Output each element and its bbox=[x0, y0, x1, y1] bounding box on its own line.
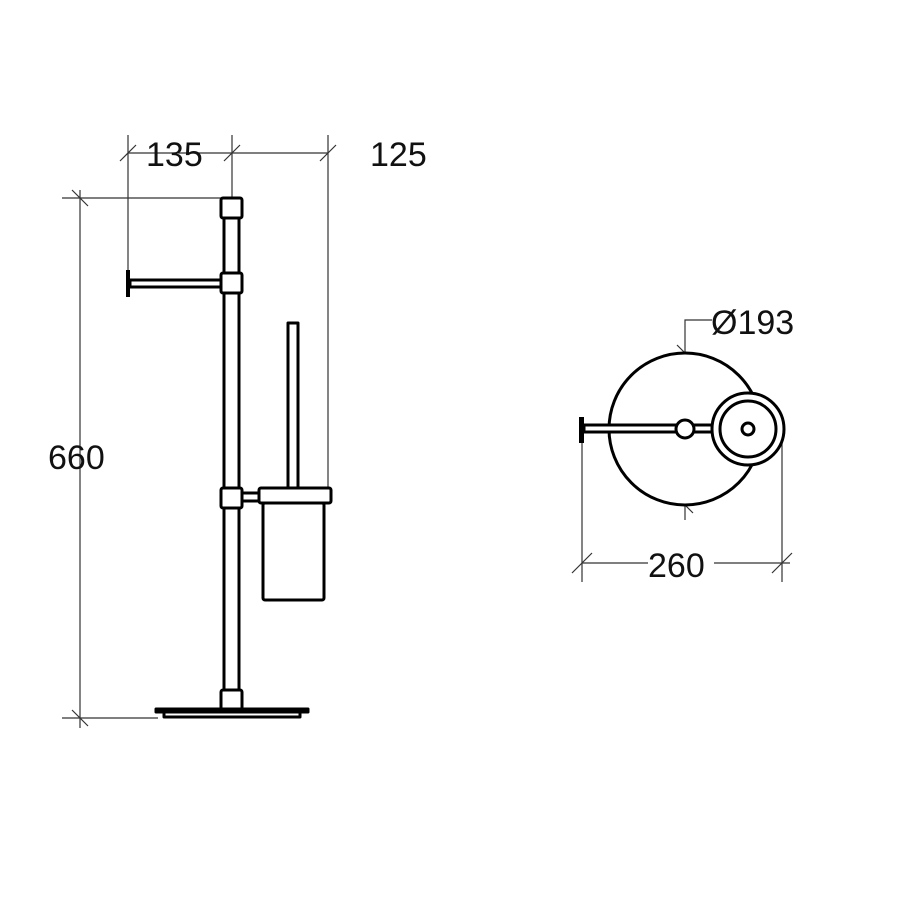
base-underside bbox=[162, 710, 302, 719]
dim-total-width: 260 bbox=[648, 547, 705, 585]
tick bbox=[571, 552, 593, 574]
brush-cup bbox=[261, 501, 326, 602]
arm-end-cap bbox=[126, 270, 130, 297]
top-view: Ø193 260 bbox=[571, 304, 794, 585]
side-view: 135 125 660 bbox=[48, 135, 427, 728]
dim-height: 660 bbox=[48, 439, 105, 477]
cup-rim bbox=[257, 486, 333, 505]
tick bbox=[319, 144, 337, 162]
dim-base-diameter: Ø193 bbox=[711, 304, 794, 342]
holder-bracket bbox=[240, 491, 262, 503]
dim-arm-length: 135 bbox=[146, 136, 203, 174]
arm-end-cap-plan bbox=[579, 417, 584, 443]
pole-base-collar bbox=[219, 688, 244, 712]
dimension-lines-side bbox=[62, 135, 337, 728]
pole-top-cap bbox=[219, 196, 244, 220]
tick bbox=[119, 144, 137, 162]
pole-plan bbox=[674, 418, 696, 440]
dim-holder-offset: 125 bbox=[370, 136, 427, 174]
stand-drawing bbox=[126, 196, 333, 719]
brush-handle-plan bbox=[740, 421, 756, 437]
tick bbox=[71, 189, 89, 207]
brush-handle bbox=[286, 321, 300, 490]
arm-collar bbox=[219, 271, 244, 295]
tick bbox=[771, 552, 793, 574]
plan-drawing bbox=[579, 351, 786, 507]
holder-collar bbox=[219, 486, 244, 510]
tick bbox=[223, 144, 241, 162]
tick bbox=[71, 709, 89, 727]
paper-holder-arm bbox=[128, 278, 223, 289]
